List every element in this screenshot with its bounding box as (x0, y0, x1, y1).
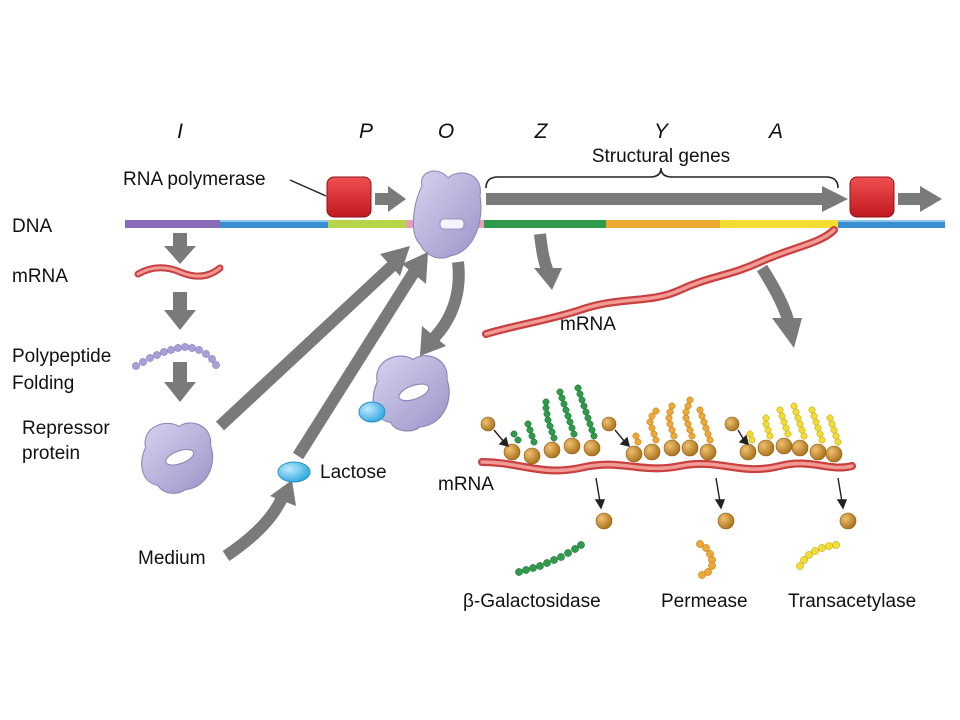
rna-polymerase-pointer (289, 179, 327, 197)
galactosidase-protein-chain (515, 541, 585, 576)
mrna-transcript-label: mRNA (560, 314, 616, 335)
ribosome-binding-arrows (493, 429, 749, 447)
lactose-label: Lactose (320, 462, 387, 483)
transacetylase-protein-chain (796, 541, 840, 570)
product-permease-label: Permease (661, 591, 748, 612)
lactose-molecule (277, 461, 311, 483)
rna-polymerase-promoter (326, 176, 372, 218)
mrna-translation-label: mRNA (438, 474, 494, 495)
released-ribosomes (595, 512, 857, 530)
free-repressor-protein (141, 422, 214, 494)
product-galactosidase-label: β-Galactosidase (463, 591, 601, 612)
polymerase-arrow-short (375, 186, 406, 212)
repressor-label-line1: Repressor (22, 418, 110, 439)
rna-polymerase-end (849, 176, 895, 218)
mrna-left-label: mRNA (12, 266, 68, 287)
product-transacetylase-label: Transacetylase (788, 591, 916, 612)
nascent-galactosidase-chains (510, 384, 598, 446)
medium-label: Medium (138, 548, 206, 569)
medium-to-lactose-arrow (222, 480, 296, 561)
inactive-repressor-protein (372, 355, 450, 432)
gene-letter-y: Y (654, 120, 670, 143)
ribosome-release-arrows (594, 477, 848, 510)
repressor-label-line2: protein (22, 443, 80, 464)
repressor-to-operator-arrow (215, 246, 410, 431)
repressor-on-operator (412, 170, 482, 259)
nascent-permease-chains (632, 396, 714, 446)
i-gene-arrow-1 (164, 233, 196, 264)
gene-letter-a: A (767, 120, 783, 143)
polymerase-exit-arrow (898, 186, 942, 212)
operator-release-arrow (420, 261, 465, 356)
i-gene-arrow-3 (164, 362, 196, 402)
nascent-transacetylase-chains (746, 402, 842, 446)
structural-genes-bracket (485, 167, 839, 189)
gene-letter-i: I (177, 120, 183, 143)
permease-protein-chain (696, 540, 716, 579)
translation-down-arrow (756, 264, 802, 348)
polypeptide-label: Polypeptide (12, 346, 111, 367)
dna-label: DNA (12, 216, 52, 237)
transcription-down-arrow (534, 233, 562, 290)
structural-genes-label: Structural genes (592, 146, 730, 167)
gene-letter-p: P (359, 120, 373, 143)
i-gene-arrow-2 (164, 292, 196, 330)
gene-letter-o: O (438, 120, 454, 143)
lactose-to-operator-arrow (292, 252, 428, 460)
ribosomes (480, 416, 843, 465)
dna-strand (125, 220, 945, 228)
folding-label: Folding (12, 373, 74, 394)
polypeptide-chain (132, 343, 220, 370)
bound-lactose-molecule (358, 401, 386, 423)
rna-polymerase-label: RNA polymerase (123, 169, 266, 190)
transcription-arrow (486, 186, 848, 212)
gene-letter-z: Z (534, 120, 549, 143)
